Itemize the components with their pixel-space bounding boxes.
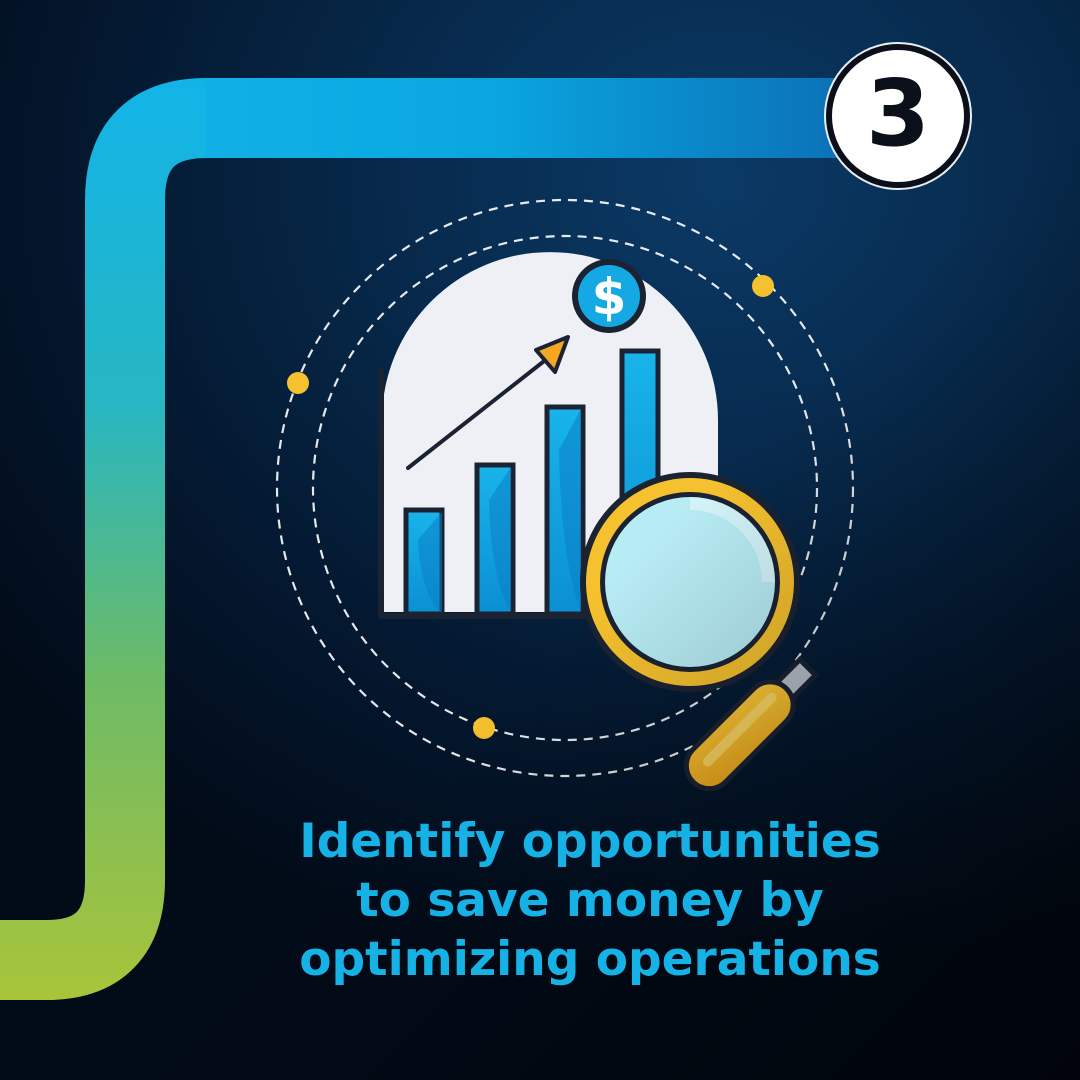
progress-path (0, 78, 880, 1000)
step-number-badge: 3 (826, 44, 970, 188)
chart-axis (378, 368, 672, 619)
caption-line-3: optimizing operations (299, 932, 881, 987)
dollar-icon: $ (572, 259, 646, 333)
orbit-rings (275, 198, 855, 778)
step-number: 3 (865, 60, 930, 167)
trend-arrow-icon (406, 335, 570, 470)
orbit-dot (752, 275, 774, 297)
dollar-symbol: $ (592, 268, 627, 326)
orbit-dot (287, 372, 309, 394)
caption-line-2: to save money by (356, 873, 824, 928)
caption: Identify opportunities to save money by … (240, 812, 940, 989)
magnifying-glass-icon (580, 472, 819, 792)
orbit-dot (473, 717, 495, 739)
caption-line-1: Identify opportunities (299, 814, 881, 869)
